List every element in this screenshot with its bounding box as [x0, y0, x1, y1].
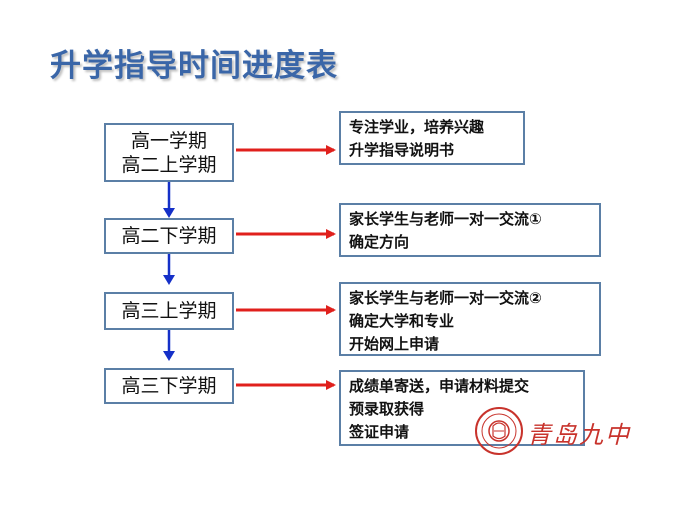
stage-label: 高一学期 — [130, 129, 207, 152]
note-line: 成绩单寄送，申请材料提交 — [349, 377, 530, 395]
note-line: 家长学生与老师一对一交流② — [349, 289, 542, 307]
stage-label: 高二上学期 — [121, 153, 217, 176]
note-box-2: 家长学生与老师一对一交流① 确定方向 — [339, 203, 601, 257]
stage-label: 高二下学期 — [121, 225, 217, 247]
note-line: 确定大学和专业 — [349, 312, 455, 330]
stage-box-4: 高三下学期 — [104, 368, 234, 404]
stage-box-3: 高三上学期 — [104, 292, 234, 330]
note-line: 签证申请 — [349, 423, 410, 441]
note-box-4: 成绩单寄送，申请材料提交 预录取获得 签证申请 — [339, 370, 585, 446]
down-arrow-icon — [163, 351, 175, 361]
down-arrow-icon — [163, 275, 175, 285]
down-arrow-icon — [163, 208, 175, 218]
stage-box-1: 高一学期 高二上学期 — [104, 123, 234, 182]
note-line: 家长学生与老师一对一交流① — [349, 210, 542, 228]
school-seal-icon — [475, 407, 523, 455]
note-box-1: 专注学业，培养兴趣 升学指导说明书 — [339, 111, 525, 165]
stage-box-2: 高二下学期 — [104, 218, 234, 254]
note-line: 专注学业，培养兴趣 — [349, 118, 485, 136]
school-logo-text: 青岛九中 — [527, 421, 631, 449]
note-box-3: 家长学生与老师一对一交流② 确定大学和专业 开始网上申请 — [339, 282, 601, 356]
note-line: 预录取获得 — [349, 400, 425, 418]
note-line: 开始网上申请 — [349, 335, 440, 353]
note-line: 升学指导说明书 — [349, 141, 455, 159]
stage-label: 高三下学期 — [121, 375, 217, 397]
page-title: 升学指导时间进度表 — [50, 48, 338, 84]
note-line: 确定方向 — [349, 233, 410, 251]
stage-label: 高三上学期 — [121, 300, 217, 322]
